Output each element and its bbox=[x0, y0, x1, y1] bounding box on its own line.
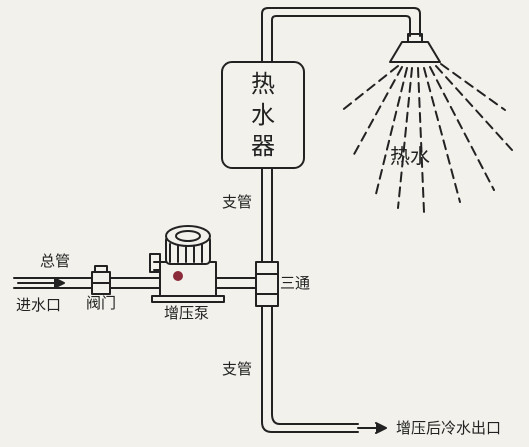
heater-label-char-2: 水 bbox=[251, 101, 275, 129]
valve-label: 阀门 bbox=[86, 294, 117, 312]
outlet-arrow-icon bbox=[357, 422, 387, 434]
heater-label-char-1: 热 bbox=[251, 70, 275, 98]
shower-head-icon bbox=[389, 33, 441, 63]
inlet-arrow-icon bbox=[17, 277, 65, 289]
hot-water-spray bbox=[339, 63, 513, 213]
upper-branch-label: 支管 bbox=[222, 193, 253, 211]
hot-water-pipe bbox=[261, 7, 421, 63]
valve-icon bbox=[91, 265, 111, 295]
outlet-label: 增压后冷水出口 bbox=[396, 419, 502, 437]
heater-label-char-3: 器 bbox=[251, 132, 275, 160]
main-pipe-label: 总管 bbox=[40, 252, 71, 270]
lower-branch-label: 支管 bbox=[222, 360, 253, 378]
branch-pipe bbox=[261, 167, 359, 433]
tee-label: 三通 bbox=[280, 274, 311, 292]
hot-water-label: 热水 bbox=[390, 144, 430, 168]
tee-fitting bbox=[255, 261, 279, 307]
booster-pump-icon bbox=[149, 225, 225, 303]
inlet-label: 进水口 bbox=[16, 296, 62, 314]
pump-label: 增压泵 bbox=[164, 304, 210, 322]
